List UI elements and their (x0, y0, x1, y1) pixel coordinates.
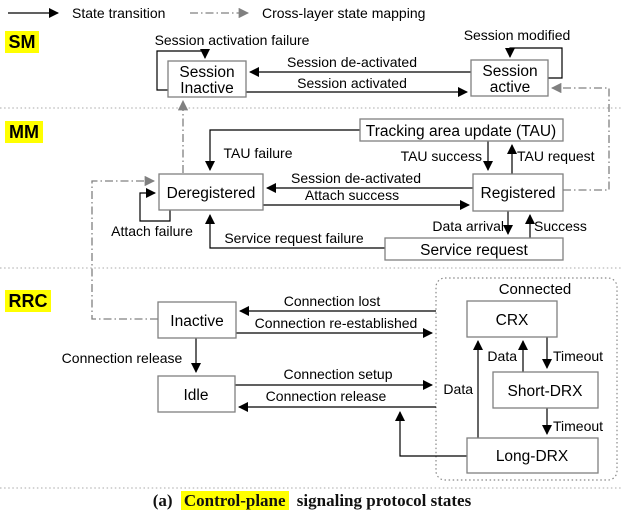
session-active-box (470, 59, 549, 97)
attach-failure-label: Attach failure (111, 223, 193, 239)
state-registered: Registered (472, 173, 564, 212)
rrc-label-highlight (5, 290, 51, 312)
registered-label: Registered (481, 185, 556, 202)
session-activated-label: Session activated (297, 75, 407, 91)
tau-box (359, 118, 564, 142)
session-modified-selfloop-arrow (504, 47, 563, 79)
state-tau: Tracking area update (TAU) (359, 118, 564, 142)
idle-label: Idle (184, 387, 209, 404)
tau-failure-label: TAU failure (224, 145, 293, 161)
state-crx: CRX (466, 300, 558, 338)
session-deactivated-label: Session de-activated (287, 54, 417, 70)
connected-group-label: Connected (499, 281, 572, 298)
timeout-shortdrx-label: Timeout (553, 348, 603, 364)
sm-layer-label: SM (9, 32, 36, 52)
sm-layer: Session activation failure Session modif… (155, 27, 571, 98)
registered-box (472, 173, 564, 212)
session-inactive-label-line2: Inactive (180, 80, 233, 97)
tau-failure-arrow (204, 129, 360, 172)
connection-release-label: Connection release (62, 350, 183, 366)
data-longdrx-label: Data (443, 381, 473, 397)
caption-suffix: signaling protocol states (296, 491, 472, 510)
legend: State transition Cross-layer state mappi… (8, 5, 425, 21)
state-idle: Idle (157, 375, 236, 413)
sm-label-highlight (5, 31, 39, 53)
legend-cross-layer-label: Cross-layer state mapping (262, 5, 425, 21)
session-active-label-line1: Session (482, 63, 537, 80)
deregistered-label: Deregistered (167, 185, 256, 202)
short-drx-label: Short-DRX (508, 383, 584, 400)
figure-caption: (a) Control-plane signaling protocol sta… (0, 491, 624, 511)
attach-failure-selfloop-arrow (139, 187, 171, 222)
crx-box (466, 300, 558, 338)
short-drx-box (492, 371, 599, 409)
session-active-label-line2: active (490, 79, 531, 96)
session-activation-failure-label: Session activation failure (155, 32, 310, 48)
connected-group-outline (435, 277, 618, 481)
connection-setup-label: Connection setup (284, 366, 393, 382)
crx-label: CRX (496, 312, 529, 329)
data-shortdrx-label: Data (487, 348, 517, 364)
service-request-box (384, 237, 564, 261)
caption-prefix: (a) (152, 491, 173, 510)
success-label: Success (534, 218, 587, 234)
longdrx-data-release-arrow (394, 410, 467, 457)
state-deregistered: Deregistered (158, 173, 264, 211)
state-session-active: Session active (470, 59, 549, 97)
connection-reestablished-label: Connection re-established (255, 315, 418, 331)
service-request-failure-arrow (204, 213, 385, 249)
session-activation-failure-selfloop-arrow (156, 48, 211, 91)
data-arrival-label: Data arrival (432, 218, 504, 234)
long-drx-label: Long-DRX (496, 448, 569, 465)
state-inactive: Inactive (157, 301, 237, 339)
tau-success-label: TAU success (401, 148, 482, 164)
state-short-drx: Short-DRX (492, 371, 599, 409)
caption-highlight: Control-plane (180, 491, 289, 510)
crosslayer-inactive-to-deregistered (91, 175, 158, 320)
long-drx-box (466, 437, 599, 474)
inactive-box (157, 301, 237, 339)
tau-request-label: TAU request (517, 148, 595, 164)
session-inactive-box (167, 60, 247, 98)
service-request-label: Service request (420, 242, 528, 259)
timeout-longdrx-label: Timeout (553, 418, 603, 434)
state-service-request: Service request (384, 237, 564, 261)
mm-layer-label: MM (9, 122, 39, 142)
session-inactive-label-line1: Session (179, 64, 234, 81)
mm-label-highlight (5, 121, 43, 143)
inactive-label: Inactive (170, 313, 223, 330)
idle-box (157, 375, 236, 413)
connection-lost-label: Connection lost (284, 293, 381, 309)
tau-box-label: Tracking area update (TAU) (366, 123, 556, 140)
legend-state-transition-label: State transition (72, 5, 165, 21)
attach-success-label: Attach success (305, 187, 399, 203)
session-modified-label: Session modified (464, 27, 571, 43)
rrc-layer-label: RRC (9, 291, 48, 311)
state-session-inactive: Session Inactive (167, 60, 247, 98)
service-request-failure-label: Service request failure (224, 230, 364, 246)
deregistered-box (158, 173, 264, 211)
mm-session-deactivated-label: Session de-activated (291, 170, 421, 186)
mm-layer: TAU failure TAU success TAU request Sess… (111, 118, 595, 261)
state-long-drx: Long-DRX (466, 437, 599, 474)
crosslayer-registered-to-session-active (550, 82, 610, 191)
connection-release-2-label: Connection release (266, 388, 387, 404)
rrc-layer: Connected Connection lost Connection re-… (62, 277, 618, 481)
